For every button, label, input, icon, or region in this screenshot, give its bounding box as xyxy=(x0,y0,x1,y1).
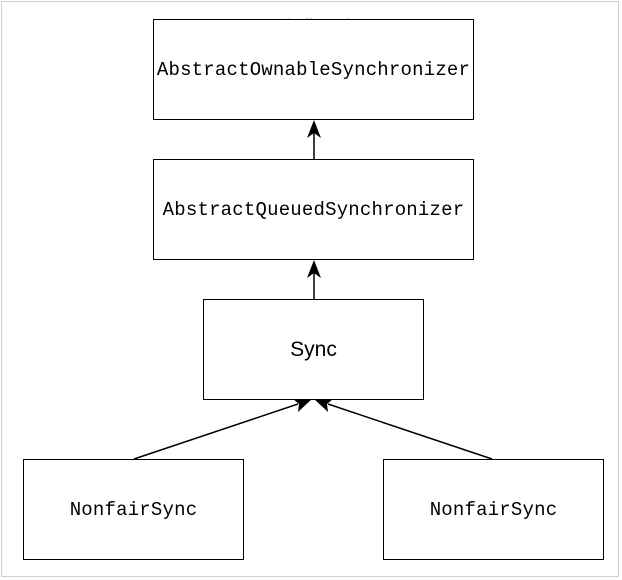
arrowhead-sync-right xyxy=(314,399,333,412)
node-abstract-queued-synchronizer[interactable]: AbstractQueuedSynchronizer xyxy=(153,159,474,260)
node-label: AbstractOwnableSynchronizer xyxy=(156,58,471,81)
node-abstract-ownable-synchronizer[interactable]: AbstractOwnableSynchronizer xyxy=(153,19,474,120)
node-label: AbstractQueuedSynchronizer xyxy=(162,198,465,221)
edge-nonfair-left-to-sync xyxy=(133,403,299,460)
arrowhead-aos xyxy=(307,120,321,138)
node-label: NonfairSync xyxy=(69,498,198,521)
arrowhead-aqs xyxy=(307,260,321,278)
node-nonfair-sync-right[interactable]: NonfairSync xyxy=(383,459,604,560)
node-label: Sync xyxy=(290,337,337,361)
edge-nonfair-right-to-sync xyxy=(327,403,493,460)
node-nonfair-sync-left[interactable]: NonfairSync xyxy=(23,459,244,560)
node-label: NonfairSync xyxy=(429,498,558,521)
node-sync[interactable]: Sync xyxy=(203,299,424,400)
arrowhead-sync-left xyxy=(293,399,312,412)
